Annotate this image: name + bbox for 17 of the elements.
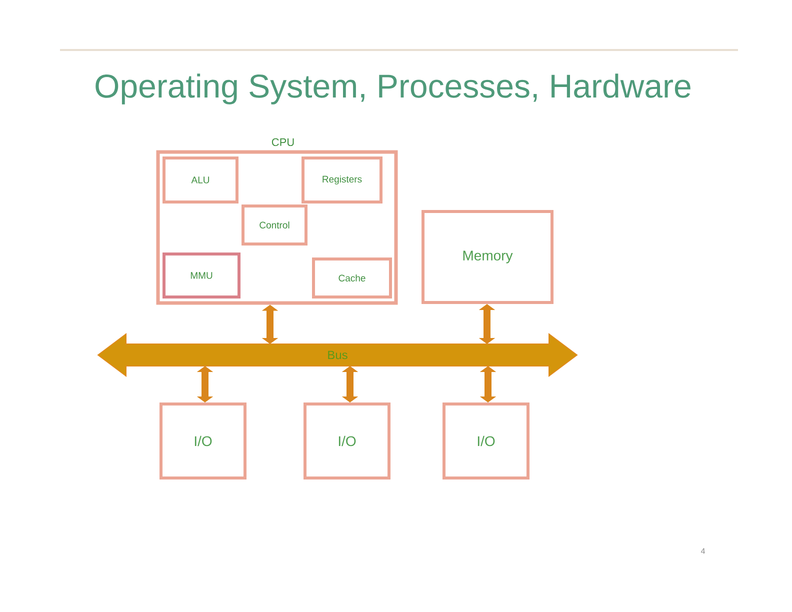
connector-arrow [196,366,214,402]
connector-arrow [480,366,496,402]
connector-arrow [262,304,278,344]
component-box: Registers [302,156,382,204]
component-box: I/O [442,402,530,480]
component-box: I/O [304,402,390,480]
component-box: Control [242,204,308,246]
connector-arrow [342,366,358,402]
component-box: ALU [162,156,238,204]
component-box: Memory [422,210,554,304]
component-box: MMU [162,252,240,298]
slide-title: Operating System, Processes, Hardware [96,74,690,104]
component-box: Cache [312,258,392,298]
component-box: I/O [160,402,246,480]
page-number: 4 [700,548,705,554]
box-heading: CPU [272,138,294,146]
connector-arrow [478,304,496,344]
